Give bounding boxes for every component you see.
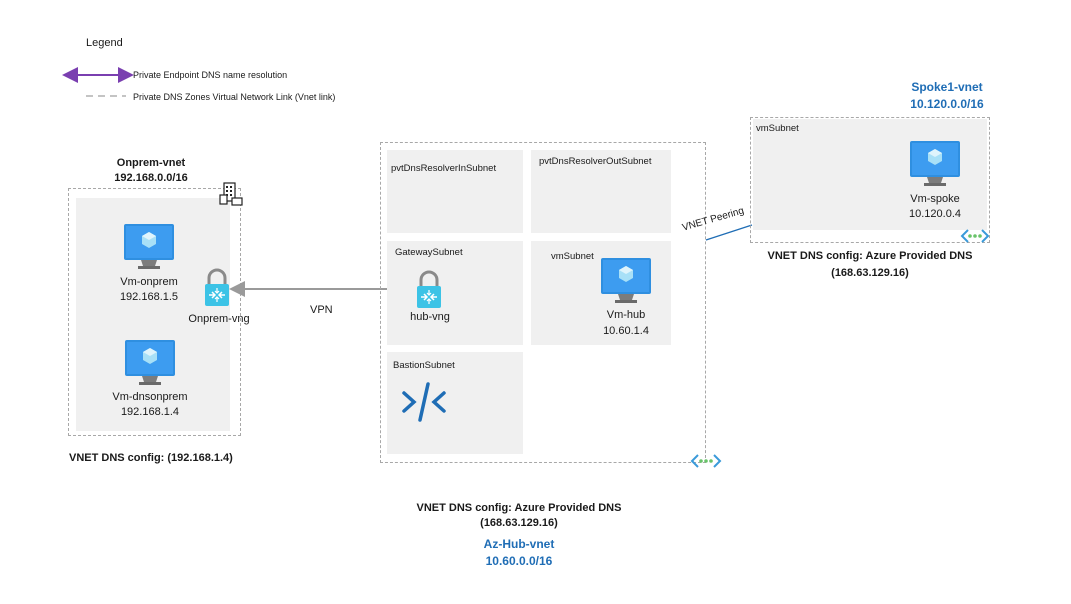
vm-hub-ip: 10.60.1.4: [603, 325, 649, 337]
hub-vng-label: hub-vng: [410, 311, 450, 323]
onprem-vnet-box: [68, 188, 241, 436]
spoke-vnet-box: [750, 117, 990, 243]
subnet-dns-out: [531, 150, 671, 233]
vm-spoke-name: Vm-spoke: [910, 193, 960, 205]
legend-link-label: Private DNS Zones Virtual Network Link (…: [133, 92, 336, 102]
onprem-vng-label: Onprem-vng: [188, 313, 250, 325]
hub-vnet-box: [380, 142, 706, 463]
spoke-subnet-label: vmSubnet: [756, 123, 799, 134]
legend-resolution-label: Private Endpoint DNS name resolution: [133, 70, 288, 80]
onprem-vnet-name: Onprem-vnet: [116, 157, 186, 169]
hub-dns-config-line1: VNET DNS config: Azure Provided DNS: [416, 502, 622, 514]
subnet-dns-in: [387, 150, 523, 233]
hub-dns-config-line2: (168.63.129.16): [480, 517, 558, 529]
vm-onprem-ip: 192.168.1.5: [119, 291, 179, 303]
subnet-bastion-label: BastionSubnet: [393, 360, 455, 371]
vm-dnsonprem-name: Vm-dnsonprem: [112, 391, 188, 403]
onprem-dns-config: VNET DNS config: (192.168.1.4): [69, 452, 233, 464]
subnet-vm-hub-label: vmSubnet: [551, 251, 594, 262]
subnet-gateway-label: GatewaySubnet: [395, 247, 463, 258]
subnet-bastion: [387, 352, 523, 454]
vm-dnsonprem-ip: 192.168.1.4: [120, 406, 180, 418]
spoke-vnet-cidr: 10.120.0.0/16: [910, 97, 984, 111]
vpn-label: VPN: [310, 304, 333, 316]
onprem-vnet-cidr: 192.168.0.0/16: [114, 172, 188, 184]
subnet-dns-in-label: pvtDnsResolverInSubnet: [391, 163, 497, 174]
subnet-dns-out-label: pvtDnsResolverOutSubnet: [539, 156, 652, 167]
spoke-dns-config-line2: (168.63.129.16): [831, 267, 909, 279]
hub-vnet-cidr: 10.60.0.0/16: [485, 554, 553, 568]
subnet-gateway: [387, 241, 523, 345]
vm-spoke-ip: 10.120.0.4: [909, 208, 961, 220]
vm-hub-name: Vm-hub: [606, 309, 646, 321]
spoke-dns-config-line1: VNET DNS config: Azure Provided DNS: [767, 250, 973, 262]
legend-title: Legend: [86, 37, 123, 49]
hub-vnet-name: Az-Hub-vnet: [483, 537, 555, 551]
vm-onprem-name: Vm-onprem: [120, 276, 178, 288]
spoke-vnet-name: Spoke1-vnet: [911, 80, 983, 94]
